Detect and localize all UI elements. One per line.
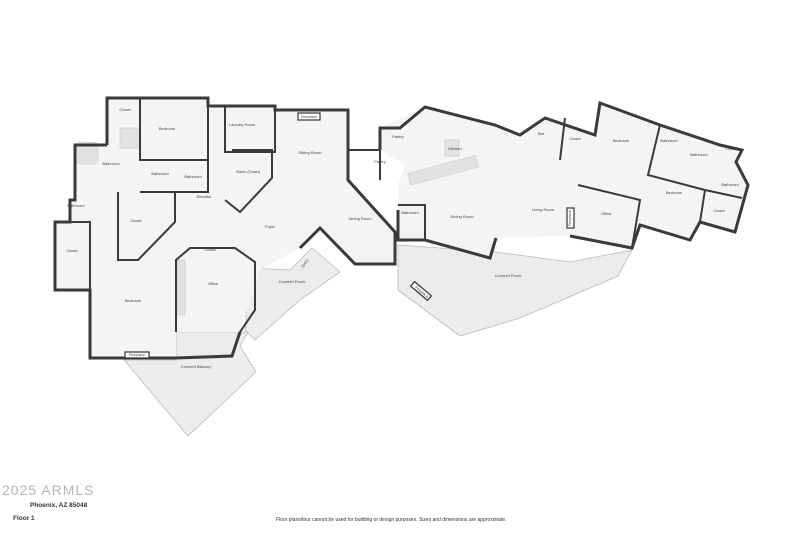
room-label: Bedroom xyxy=(125,298,142,303)
room-label: Kitchen xyxy=(448,146,461,151)
interior-wall xyxy=(55,221,91,290)
interior-wall xyxy=(224,106,276,153)
room-label: Closet xyxy=(725,146,737,151)
room-label: Pantry xyxy=(374,159,386,164)
room-label: Pantry xyxy=(392,134,404,139)
room-label: Closet xyxy=(569,136,581,141)
room-label: Bathroom xyxy=(67,203,85,208)
kitchen-counter xyxy=(407,154,479,186)
room-label: Closet xyxy=(130,218,142,223)
shower xyxy=(119,127,141,149)
fireplace-icon xyxy=(124,351,150,359)
interior-wall xyxy=(348,149,381,180)
room-label: Bathroom xyxy=(690,152,708,157)
room-label: Bedroom xyxy=(159,126,176,131)
address: Phoenix, AZ 85048 xyxy=(30,502,88,509)
west-wing-floor xyxy=(55,98,395,358)
room-label: Closet xyxy=(713,208,725,213)
covered-porch-entry-area xyxy=(244,247,341,341)
room-label: Bar xyxy=(538,131,545,136)
room-label: Bathroom xyxy=(401,210,419,215)
room-label: Covered Porch xyxy=(495,273,522,278)
kitchen-island xyxy=(444,139,460,157)
room-label: Bedroom xyxy=(666,190,683,195)
room-label: Bathroom xyxy=(102,161,120,166)
room-label: Closet xyxy=(204,247,216,252)
room-label: Laundry Room xyxy=(229,122,256,127)
room-label: Bedroom xyxy=(613,138,630,143)
interior-wall xyxy=(117,192,176,261)
room-label: Covered Porch xyxy=(279,279,306,284)
interior-wall xyxy=(646,124,707,223)
room-label: Office xyxy=(208,281,219,286)
office-desk xyxy=(176,259,186,316)
room-label: Elevator xyxy=(197,194,212,199)
stairs-wall xyxy=(224,149,273,214)
interior-wall xyxy=(175,247,256,333)
interior-wall xyxy=(140,160,209,193)
room-label: Fireplace xyxy=(567,209,572,226)
fireplace-icon xyxy=(297,112,321,121)
room-label: Entry xyxy=(300,258,309,269)
room-label: Foyer xyxy=(265,224,276,229)
interior-wall xyxy=(559,117,566,161)
interior-wall xyxy=(139,98,209,161)
disclaimer: Floor plans/tour cannot be used for buil… xyxy=(276,517,507,523)
room-label: Fireplace xyxy=(301,114,318,119)
room-label: Closet xyxy=(66,248,78,253)
covered-porch-east-area xyxy=(397,244,633,337)
room-label: Dining Room xyxy=(450,214,474,219)
east-wing-walls xyxy=(378,100,750,250)
room-label: Bathroom xyxy=(184,174,202,179)
floor-label: Floor 1 xyxy=(13,515,35,522)
room-label: Bathroom xyxy=(151,171,169,176)
room-label: Office xyxy=(601,211,612,216)
room-label: Bathroom xyxy=(660,138,678,143)
fireplace-icon xyxy=(566,207,575,229)
west-wing-walls-south xyxy=(53,143,242,360)
interior-wall xyxy=(398,204,426,240)
room-label: Sitting Room xyxy=(299,150,323,155)
room-label: Bathroom xyxy=(721,182,739,187)
room-label: Stairs (Down) xyxy=(236,169,261,174)
fireplace-icon xyxy=(409,280,433,302)
room-label: Living Room xyxy=(532,207,555,212)
interior-wall xyxy=(704,189,743,199)
room-label: Dining Room xyxy=(348,216,372,221)
watermark: 2025 ARMLS xyxy=(2,482,95,498)
room-label: Fireplace xyxy=(129,352,146,357)
interior-wall xyxy=(577,184,642,249)
room-label: Covered Balcony xyxy=(181,364,211,369)
room-label: Closet xyxy=(119,107,131,112)
